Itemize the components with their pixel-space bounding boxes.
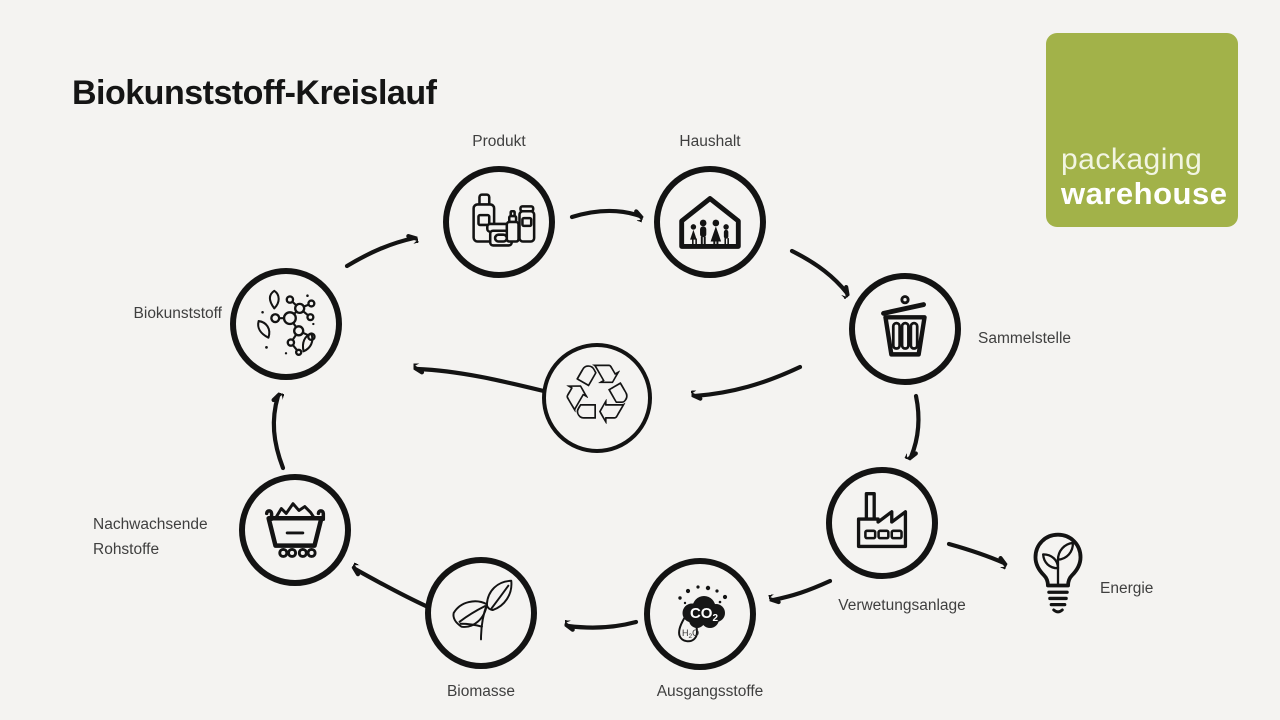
molecule-icon <box>257 289 316 357</box>
trash-bin-icon <box>881 295 927 357</box>
label-rohstoffe: Nachwachsende Rohstoffe <box>93 512 243 562</box>
logo-line1: packaging <box>1061 143 1203 176</box>
label-sammelstelle: Sammelstelle <box>978 330 1072 347</box>
arrow-rohstoffe-biokunststoff <box>274 396 286 471</box>
svg-text:H2O: H2O <box>682 628 699 640</box>
label-biokunststoff: Biokunststoff <box>133 305 222 322</box>
arrow-ausgangsstoffe-biomasse <box>568 619 639 628</box>
arrow-biokunststoff-produkt <box>344 238 414 269</box>
label-biomasse: Biomasse <box>446 683 516 700</box>
packaging-warehouse-logo: packaging warehouse <box>1046 33 1238 227</box>
node-ausgangsstoffe: H2O CO2 <box>644 558 756 670</box>
arrow-verwertung-energie <box>946 541 1004 563</box>
arrow-right-to-recycle <box>695 364 803 396</box>
co2-h2o-icon: H2O CO2 <box>678 585 728 643</box>
label-ausgangsstoffe: Ausgangsstoffe <box>656 683 764 700</box>
factory-icon <box>856 492 908 549</box>
house-family-icon <box>679 196 741 249</box>
node-sammelstelle <box>849 273 961 385</box>
arrow-haushalt-sammelstelle <box>789 248 847 293</box>
node-produkt <box>443 166 555 278</box>
label-energie: Energie <box>1100 580 1154 597</box>
page-title: Biokunststoff-Kreislauf <box>72 74 437 112</box>
node-energie <box>1022 528 1094 625</box>
svg-text:CO2: CO2 <box>690 605 719 624</box>
label-rohstoffe-line2: Rohstoffe <box>93 541 160 558</box>
arrow-produkt-haushalt <box>569 208 640 217</box>
arrow-biomasse-rohstoffe <box>355 569 431 610</box>
node-haushalt <box>654 166 766 278</box>
label-verwertungsanlage: Verwetungsanlage <box>838 597 966 614</box>
node-biomasse <box>425 557 537 669</box>
node-verwertungsanlage <box>826 467 938 579</box>
arrow-verwertung-ausgangsstoffe <box>773 578 833 600</box>
node-rohstoffe <box>239 474 351 586</box>
recycling-icon: ♲ <box>559 346 635 444</box>
node-biokunststoff <box>230 268 342 380</box>
bulb-plant-icon <box>1033 532 1083 614</box>
node-recycle: ♲ <box>542 343 652 453</box>
leaves-icon <box>452 579 513 641</box>
label-produkt: Produkt <box>472 133 526 150</box>
cart-icon <box>264 502 326 558</box>
label-rohstoffe-line1: Nachwachsende <box>93 516 208 533</box>
arrow-sammelstelle-verwertung <box>911 393 921 457</box>
logo-line2: warehouse <box>1061 176 1228 211</box>
cosmetics-icon <box>472 193 536 247</box>
arrow-recycle-to-left <box>417 369 559 397</box>
label-haushalt: Haushalt <box>679 133 741 150</box>
